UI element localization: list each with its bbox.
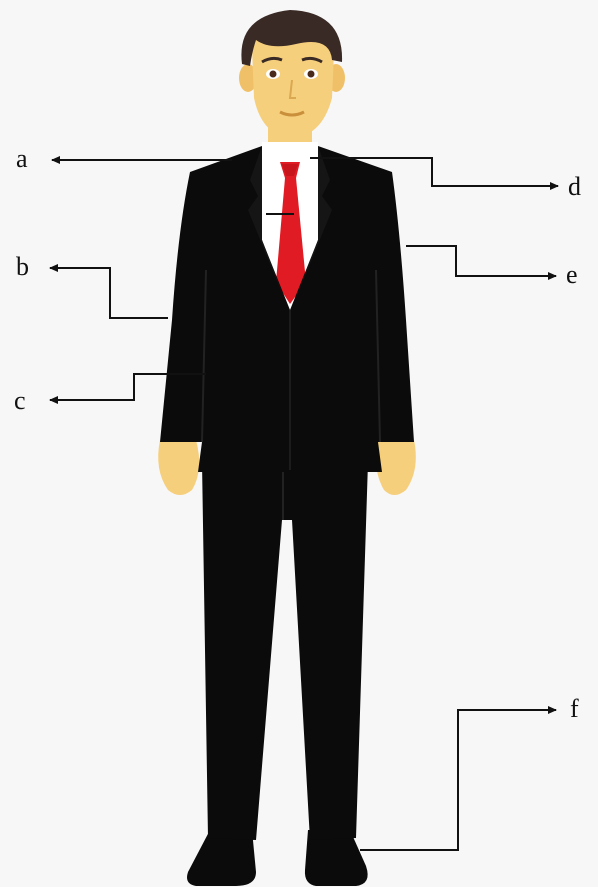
label-f: f bbox=[570, 696, 579, 722]
label-e: e bbox=[566, 262, 578, 288]
left-hand bbox=[158, 440, 199, 495]
arrow-e bbox=[406, 246, 556, 276]
label-a: a bbox=[16, 146, 28, 172]
label-c: c bbox=[14, 388, 26, 414]
trousers bbox=[202, 462, 368, 840]
right-hand bbox=[376, 440, 416, 495]
arrow-b bbox=[50, 268, 168, 318]
arrow-f bbox=[360, 710, 556, 850]
label-d: d bbox=[568, 174, 581, 200]
label-b: b bbox=[16, 254, 29, 280]
